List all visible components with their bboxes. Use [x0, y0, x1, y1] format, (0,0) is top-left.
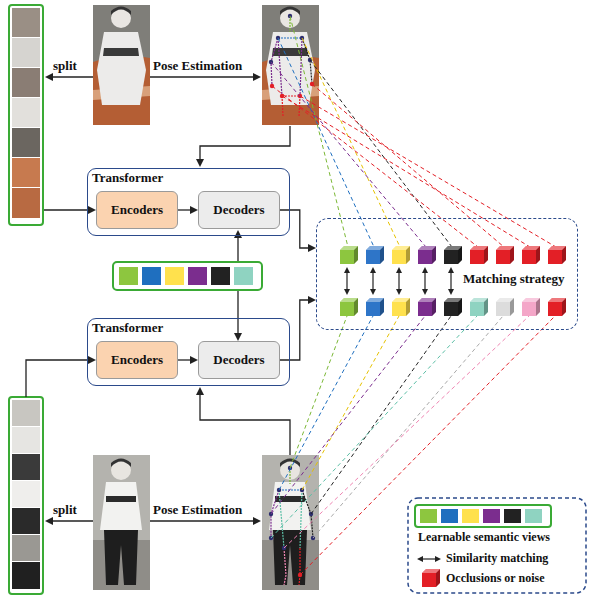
connector-line	[280, 210, 310, 248]
legend-swatch	[422, 569, 440, 587]
node-text: Encoders	[111, 202, 163, 218]
part-strip	[9, 5, 43, 225]
step-label: split	[53, 502, 77, 518]
keypoint-link	[271, 316, 555, 575]
arrow-head	[308, 296, 316, 304]
node-text: Transformer	[92, 170, 163, 186]
transformer-box: TransformerEncoders Decoders	[87, 168, 290, 236]
transformer-box: TransformerEncoders Decoders	[87, 318, 290, 386]
legend-swatch	[422, 569, 440, 587]
person-image	[93, 455, 150, 590]
step-label: Pose Estimation	[153, 502, 242, 518]
arrow-head	[45, 73, 261, 525]
similarity-arrow	[347, 272, 451, 290]
node-text: Transformer	[92, 320, 163, 336]
keypoints	[269, 466, 315, 577]
connector-line	[280, 300, 310, 360]
step-label: split	[53, 58, 77, 74]
connector	[178, 206, 198, 214]
decoder-box: Decoders	[198, 191, 280, 229]
connector	[280, 210, 316, 252]
arrow-head	[344, 267, 454, 295]
encoder-box: Encoders	[96, 191, 178, 229]
keypoint-link	[271, 16, 556, 247]
legend-box	[408, 498, 586, 593]
person-image	[93, 5, 150, 125]
semantic-views	[113, 262, 262, 290]
encoder-box: Encoders	[96, 341, 178, 379]
feature-cube	[340, 246, 566, 316]
connector	[178, 356, 198, 364]
arrow-head	[308, 244, 316, 252]
arrow-head	[190, 356, 198, 364]
matching-region: Matching strategy	[316, 218, 578, 330]
node-text: Decoders	[213, 202, 264, 218]
node-text: Decoders	[213, 352, 264, 368]
connector-line	[178, 359, 192, 360]
connector-line	[178, 209, 192, 210]
arrow-head	[190, 206, 198, 214]
legend-text: Similarity matching	[446, 551, 548, 566]
step-label: Pose Estimation	[153, 58, 242, 74]
legend-text: Learnable semantic views	[418, 530, 550, 545]
decoder-box: Decoders	[198, 341, 280, 379]
node-text: Matching strategy	[463, 271, 564, 287]
node-text: Encoders	[111, 352, 163, 368]
legend-text: Occlusions or noise	[446, 571, 544, 586]
flow-arrow	[26, 77, 290, 521]
connector	[280, 296, 316, 360]
part-strip	[9, 397, 43, 594]
